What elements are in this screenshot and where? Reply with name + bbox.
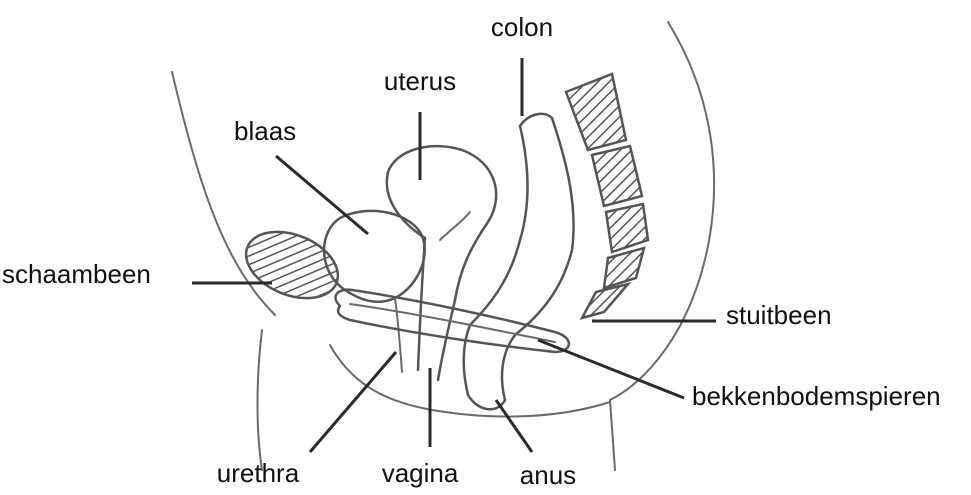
colon-back-wall bbox=[500, 116, 575, 402]
label-uterus: uterus bbox=[384, 66, 456, 96]
pelvic-floor-muscle bbox=[334, 288, 571, 354]
vagina-canal bbox=[416, 236, 427, 372]
pubic-bone bbox=[244, 230, 340, 300]
sacrum-segment-3 bbox=[604, 202, 650, 254]
vagina-canal-back bbox=[436, 298, 457, 382]
label-blaas: blaas bbox=[234, 116, 296, 146]
leader-line-urethra bbox=[308, 351, 398, 453]
sacrum-segment-4 bbox=[602, 246, 646, 290]
label-vagina: vagina bbox=[382, 458, 459, 488]
sacrum-segment-1 bbox=[564, 72, 628, 152]
bladder bbox=[322, 209, 426, 303]
anus-tip bbox=[466, 393, 507, 411]
label-anus: anus bbox=[520, 460, 576, 490]
label-colon: colon bbox=[491, 12, 553, 42]
pelvic-floor-muscle-inner bbox=[349, 303, 556, 343]
perineum-outline bbox=[329, 344, 611, 418]
coccyx-segment bbox=[579, 281, 632, 320]
colon-front-wall bbox=[462, 124, 529, 397]
label-schaambeen: schaambeen bbox=[2, 259, 151, 289]
leader-line-blaas bbox=[275, 154, 369, 236]
thigh-outline bbox=[256, 329, 263, 471]
colon-top bbox=[518, 112, 554, 128]
uterus bbox=[385, 144, 498, 302]
leader-line-anus bbox=[494, 399, 534, 453]
leader-line-bekkenbodemspieren bbox=[537, 338, 685, 400]
body-outline-front bbox=[171, 71, 276, 316]
sacrum-segment-2 bbox=[590, 144, 644, 208]
label-stuitbeen: stuitbeen bbox=[726, 300, 832, 330]
label-urethra: urethra bbox=[217, 458, 300, 488]
label-bekkenbodemspieren: bekkenbodemspieren bbox=[692, 381, 941, 411]
urethra-canal bbox=[394, 297, 403, 373]
uterus-inner bbox=[439, 211, 471, 241]
